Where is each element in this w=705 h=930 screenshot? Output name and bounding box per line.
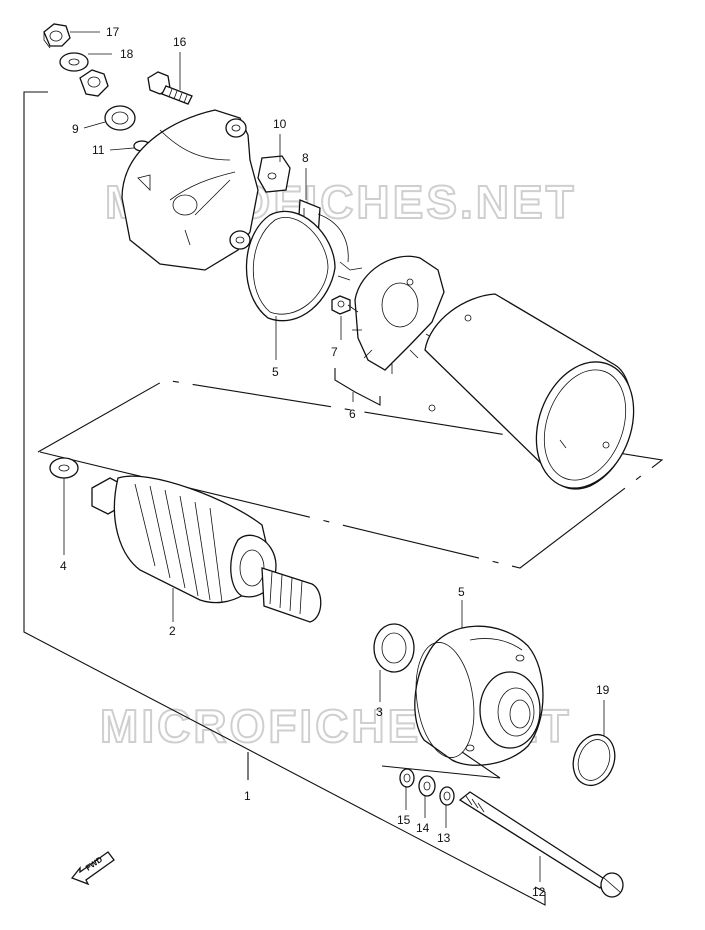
callout-9: 9	[72, 122, 79, 136]
callout-17: 17	[106, 25, 120, 39]
callout-16: 16	[173, 35, 187, 49]
yoke-housing	[424, 293, 635, 490]
callout-8: 8	[302, 151, 309, 165]
callout-10: 10	[273, 117, 287, 131]
leader-lines	[63, 31, 605, 882]
part-9-seal	[104, 105, 136, 131]
part-3-oil-seal	[373, 623, 415, 673]
part-2-armature	[91, 475, 322, 623]
callout-19: 19	[596, 683, 610, 697]
callout-2: 2	[169, 624, 176, 638]
part-13-washer	[439, 786, 455, 806]
part-10-terminal-clip	[257, 155, 291, 193]
callout-labels: 17 18 16 9 11 10 8 5 7 6 4 2 5 3 19 1 15…	[60, 25, 610, 899]
assembly-bracket-lines	[23, 91, 546, 906]
part-12-long-bolt	[458, 791, 624, 898]
bushing	[79, 69, 109, 97]
part-5-oring-top	[245, 210, 336, 322]
callout-12: 12	[532, 885, 546, 899]
front-cover	[414, 625, 544, 766]
part-4-washer	[49, 457, 79, 479]
callout-5-top: 5	[272, 365, 279, 379]
callout-11: 11	[92, 143, 105, 157]
fwd-arrow-icon: FWD	[70, 851, 115, 886]
callout-4: 4	[60, 559, 67, 573]
part-7-bushing	[331, 295, 351, 315]
lower-bracket-lines	[381, 751, 501, 779]
part-18-washer	[59, 52, 89, 72]
callout-3: 3	[376, 705, 383, 719]
part-19-oring	[572, 733, 616, 787]
alignment-guide-lines	[37, 379, 664, 569]
part-6-bracket-lines	[334, 368, 381, 406]
part-6-brush-plate	[337, 255, 445, 374]
callout-7: 7	[331, 345, 338, 359]
callout-14: 14	[416, 821, 430, 835]
callout-18: 18	[120, 47, 134, 61]
callout-15: 15	[397, 813, 411, 827]
callout-6: 6	[349, 407, 356, 421]
rear-housing	[121, 109, 259, 271]
part-15-washer	[399, 768, 415, 788]
part-14-washer	[418, 775, 436, 797]
callout-5-bottom: 5	[458, 585, 465, 599]
part-17-nut	[43, 23, 71, 49]
callout-13: 13	[437, 831, 451, 845]
callout-1: 1	[244, 789, 251, 803]
part-16-bolt	[147, 71, 193, 105]
